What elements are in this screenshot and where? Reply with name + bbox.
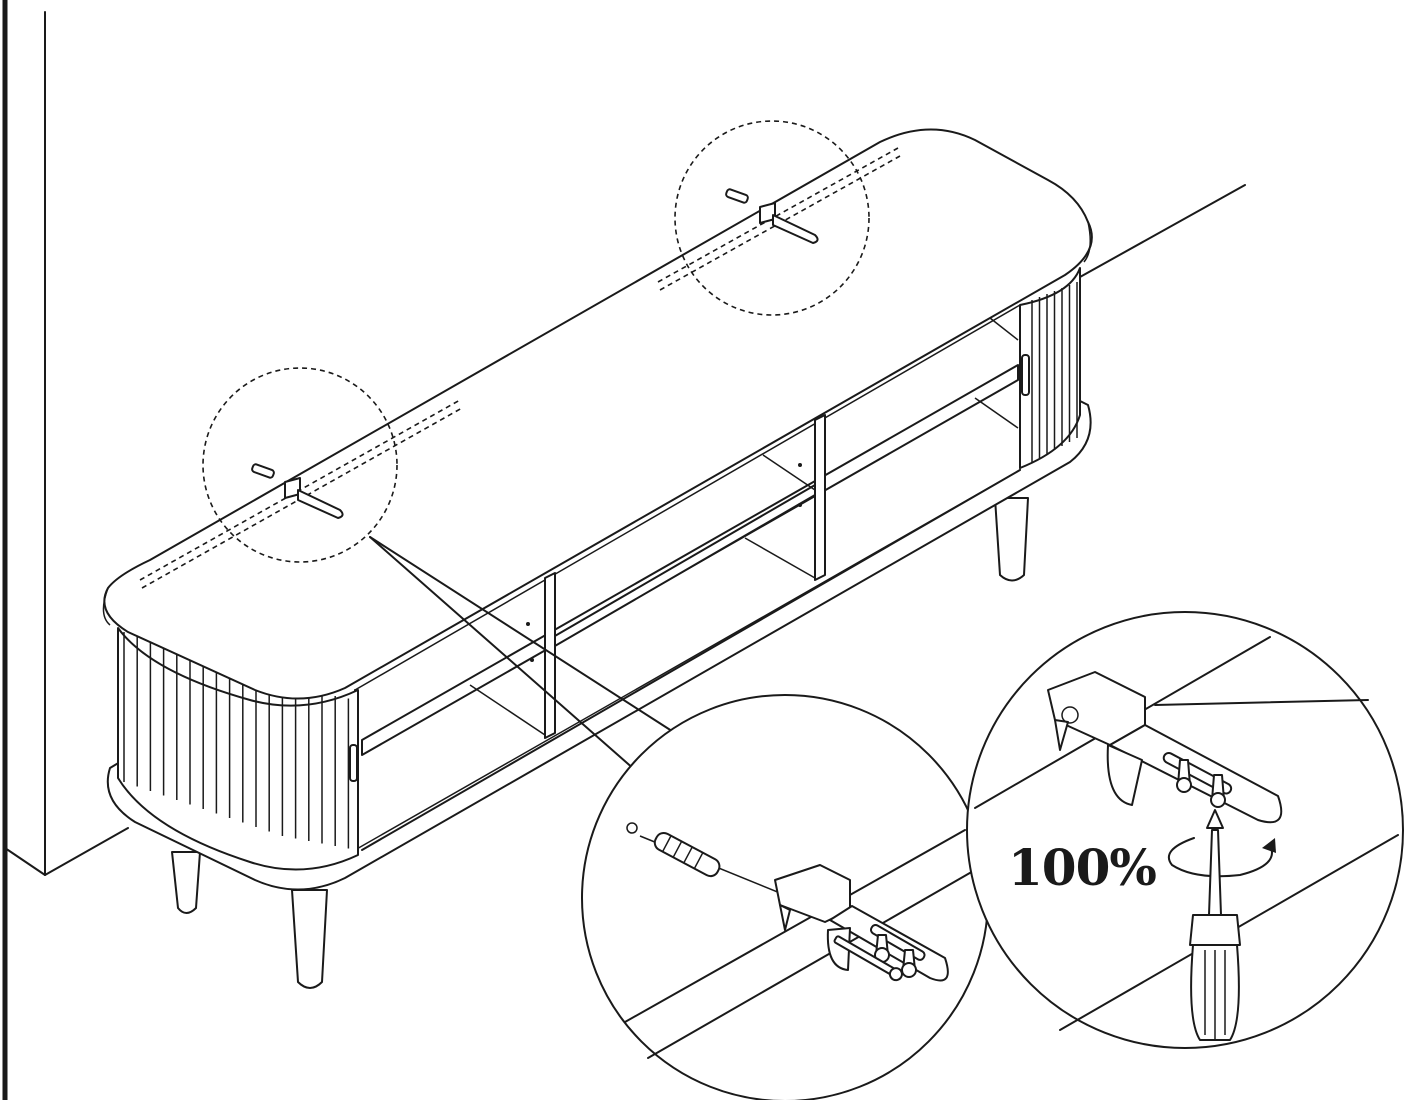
small-anchor-left	[251, 463, 275, 479]
long-screw	[833, 935, 903, 982]
screwdriver-icon	[1189, 809, 1241, 1041]
left-door-handle	[349, 744, 358, 782]
wall-anchor-icon	[653, 831, 721, 878]
small-bracket-left	[284, 477, 344, 519]
wall	[2, 0, 1246, 1100]
right-door-handle	[1021, 354, 1030, 396]
small-bracket-right	[759, 202, 819, 244]
left-tambour-door	[117, 627, 359, 871]
wall-bracket	[1047, 671, 1283, 824]
cabinet-legs	[171, 497, 1029, 989]
small-anchor-right	[725, 188, 749, 204]
leader-lines	[369, 536, 676, 771]
detail-circle-right	[674, 120, 870, 316]
right-tambour-door	[1019, 267, 1081, 469]
rotate-arrow-icon	[1167, 837, 1276, 878]
tv-cabinet	[102, 128, 1093, 989]
wall-hole	[626, 822, 638, 834]
detail-circle-left	[202, 367, 398, 563]
mounting-screws	[1176, 759, 1226, 808]
mounting-screws	[874, 934, 917, 978]
torque-percentage-label: 100%	[1008, 838, 1157, 897]
detail-view-tighten	[966, 611, 1404, 1049]
detail-view-install	[581, 694, 989, 1100]
